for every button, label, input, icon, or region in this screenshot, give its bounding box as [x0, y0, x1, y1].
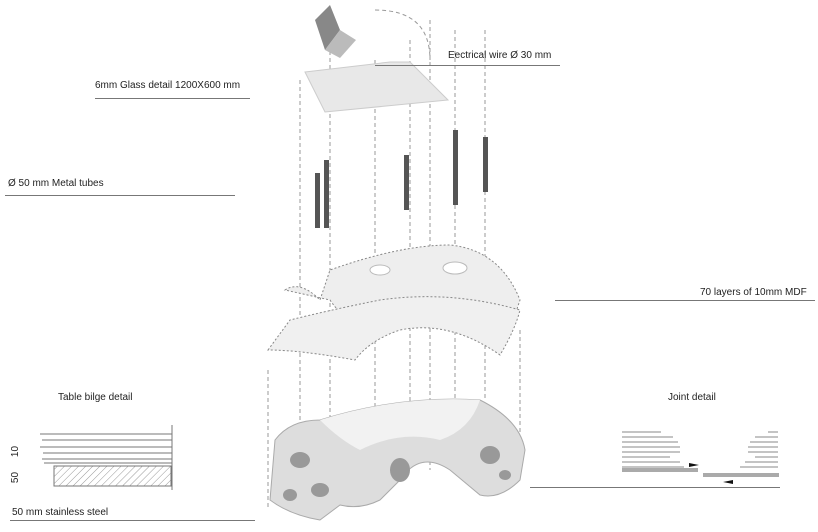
- glass-label: 6mm Glass detail 1200X600 mm: [95, 80, 241, 91]
- glass-panel: [304, 61, 450, 113]
- table-base: [269, 398, 526, 521]
- dimension-50: 50: [10, 471, 22, 484]
- mdf-leader-line: [555, 300, 815, 301]
- mdf-label: 70 layers of 10mm MDF: [700, 287, 807, 298]
- bilge-detail-drawing: [40, 425, 173, 490]
- tubes-leader-line: [5, 195, 235, 196]
- steel-leader-line: [10, 520, 255, 521]
- wire-label: Eectrical wire Ø 30 mm: [448, 50, 552, 61]
- joint-leader-line: [530, 487, 780, 488]
- tubes-label: Ø 50 mm Metal tubes: [8, 178, 104, 189]
- bilge-detail-title: Table bilge detail: [58, 392, 133, 403]
- glass-leader-line: [95, 98, 250, 99]
- steel-label: 50 mm stainless steel: [12, 507, 109, 518]
- wire-leader-line: [375, 65, 560, 66]
- joint-detail-title: Joint detail: [668, 392, 716, 403]
- corner-bracket: [315, 5, 356, 58]
- metal-tubes: [315, 130, 488, 228]
- dimension-10: 10: [10, 445, 22, 458]
- joint-detail-drawing: [622, 431, 779, 484]
- mdf-layers: [267, 244, 521, 361]
